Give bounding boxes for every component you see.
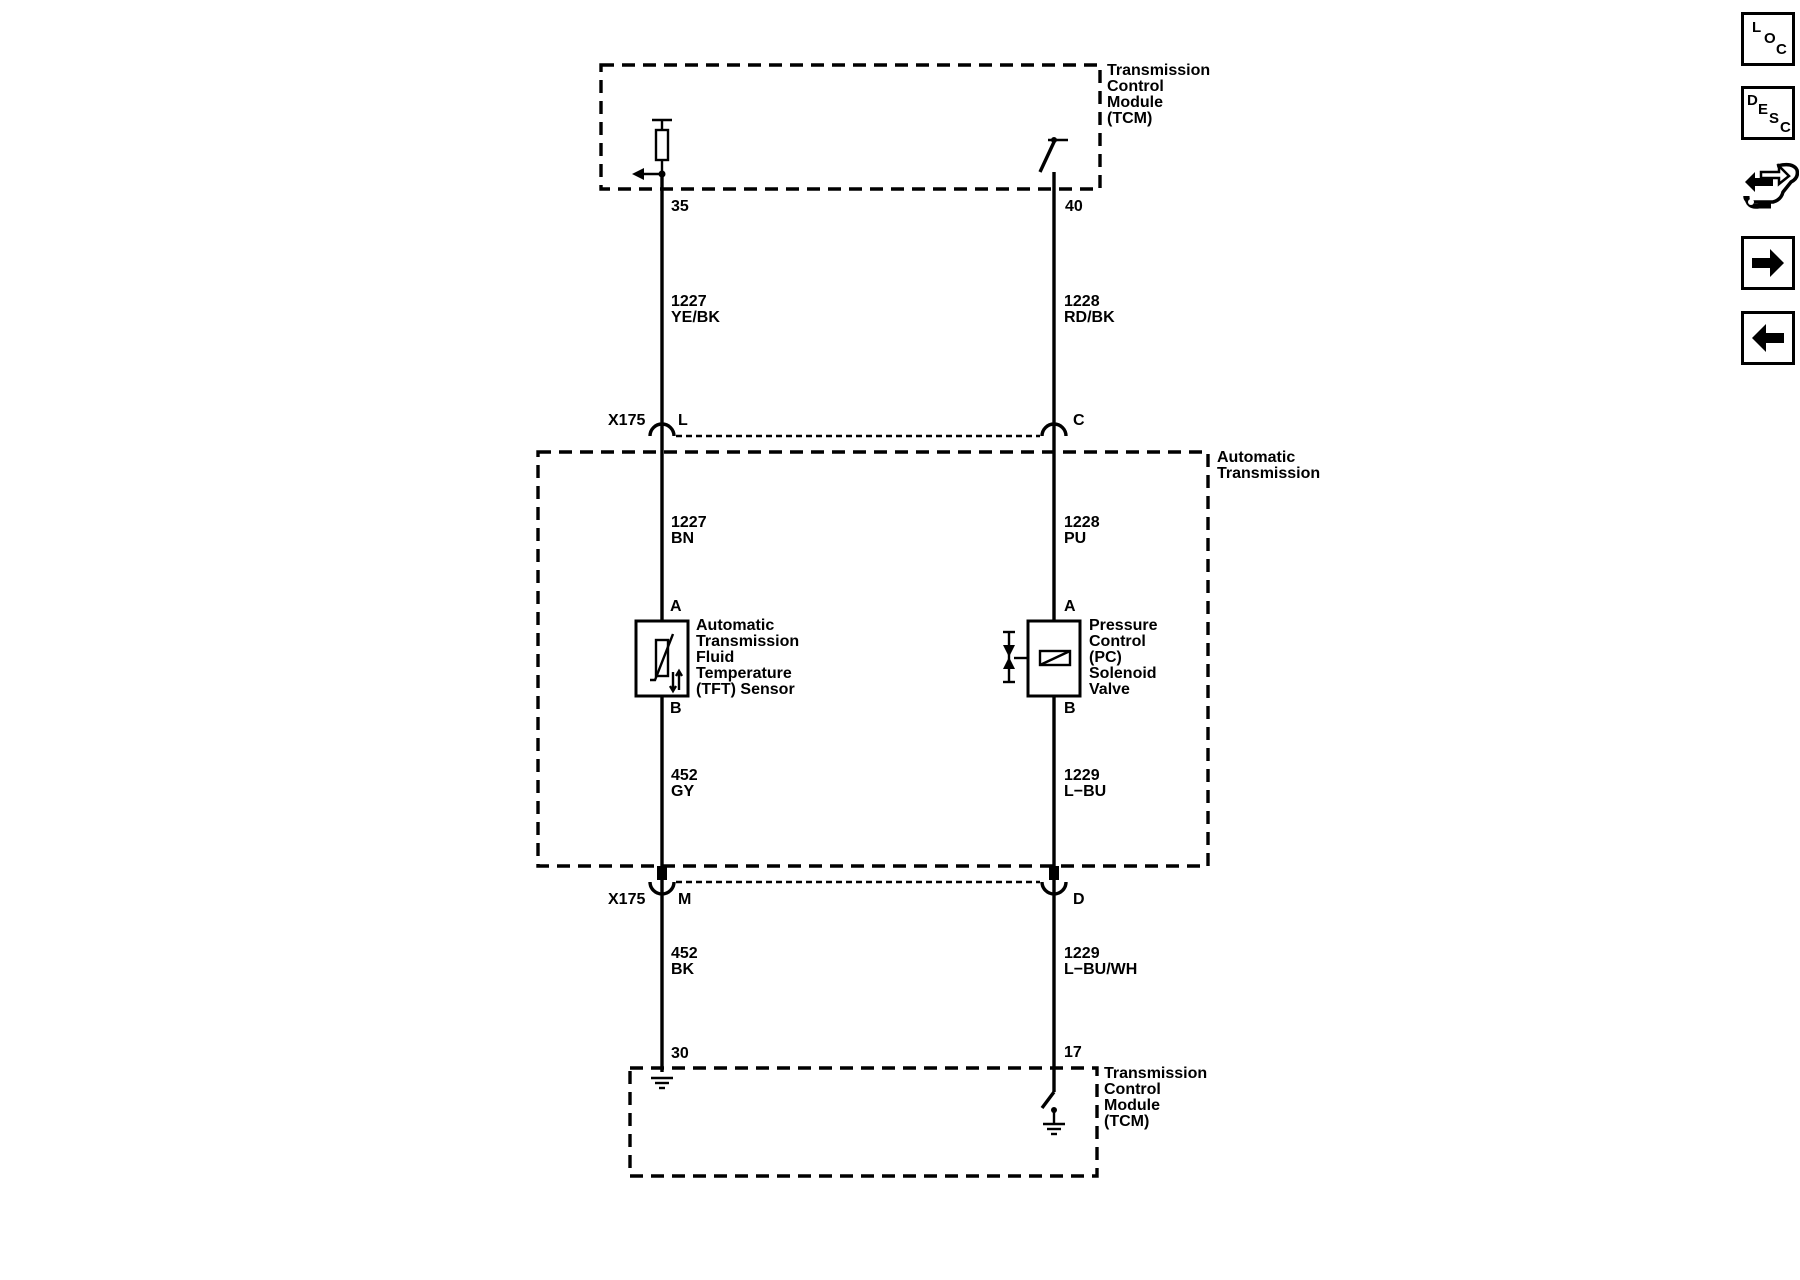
loc-letter-c: C — [1776, 41, 1787, 58]
tcm-bottom-pin-left: 30 — [671, 1045, 689, 1062]
wire-mid-bottom-right-label: 1229 L−BU — [1064, 767, 1106, 800]
connector-x175-lower — [648, 866, 1068, 896]
tcm-low-side-switch-symbol — [1038, 137, 1068, 173]
tft-sensor-pin-a: A — [670, 598, 682, 615]
tcm-top-label: Transmission Control Module (TCM) — [1107, 62, 1215, 127]
wire-upper-right-label: 1228 RD/BK — [1064, 293, 1115, 326]
connector-upper-name: X175 — [608, 412, 645, 429]
pc-solenoid-pin-b: B — [1064, 700, 1076, 717]
tft-sensor-thermistor-symbol — [634, 619, 690, 698]
desc-icon-button[interactable]: D E S C — [1741, 86, 1795, 140]
tcm-top-boundary — [599, 63, 1102, 191]
tcm-bottom-boundary — [628, 1066, 1099, 1178]
automatic-transmission-boundary — [536, 450, 1210, 868]
wire-mid-top-left-label: 1227 BN — [671, 514, 711, 547]
connector-upper-pin-left: L — [678, 412, 688, 429]
connector-lower-pin-left: M — [678, 891, 691, 908]
tcm-top-pin-left: 35 — [671, 198, 689, 215]
tcm-pullup-resistor-symbol — [632, 118, 672, 180]
wire-lower-right-label: 1229 L−BU/WH — [1064, 945, 1137, 978]
automatic-transmission-label: Automatic Transmission — [1217, 449, 1320, 482]
tcm-bottom-label: Transmission Control Module (TCM) — [1104, 1065, 1212, 1130]
loc-letter-l: L — [1752, 19, 1762, 36]
wire-mid-bottom-left-label: 452 GY — [671, 767, 702, 800]
arrow-right-icon[interactable] — [1741, 236, 1795, 290]
connector-lower-pin-right: D — [1073, 891, 1085, 908]
tft-sensor-label: Automatic Transmission Fluid Temperature… — [696, 617, 804, 698]
desc-letter-s: S — [1769, 110, 1780, 127]
wiring-diagram: Transmission Control Module (TCM) 35 40 … — [536, 62, 1320, 1178]
wire-upper-left-label: 1227 YE/BK — [671, 293, 720, 326]
tcm-bottom-pin-right: 17 — [1064, 1044, 1082, 1061]
desc-letter-e: E — [1758, 101, 1769, 118]
loc-letter-o: O — [1764, 30, 1776, 47]
tft-sensor-pin-b: B — [670, 700, 682, 717]
wire-mid-top-right-label: 1228 PU — [1064, 514, 1104, 547]
desc-letter-d: D — [1747, 92, 1758, 109]
arrow-left-icon[interactable] — [1741, 311, 1795, 365]
connector-lower-name: X175 — [608, 891, 645, 908]
pc-solenoid-symbol — [1003, 619, 1082, 698]
connector-x175-upper — [648, 422, 1068, 438]
pc-solenoid-label: Pressure Control (PC) Solenoid Valve — [1089, 617, 1162, 698]
desc-letter-c: C — [1780, 119, 1791, 136]
ground-left-symbol — [651, 1076, 673, 1090]
tcm-bottom-switch-ground-symbol — [1040, 1090, 1065, 1136]
loc-icon-button[interactable]: L O C — [1741, 12, 1795, 66]
connector-upper-pin-right: C — [1073, 412, 1085, 429]
wrench-arrows-icon[interactable] — [1741, 156, 1799, 214]
pc-solenoid-pin-a: A — [1064, 598, 1076, 615]
wire-lower-left-label: 452 BK — [671, 945, 702, 978]
tcm-top-pin-right: 40 — [1065, 198, 1083, 215]
